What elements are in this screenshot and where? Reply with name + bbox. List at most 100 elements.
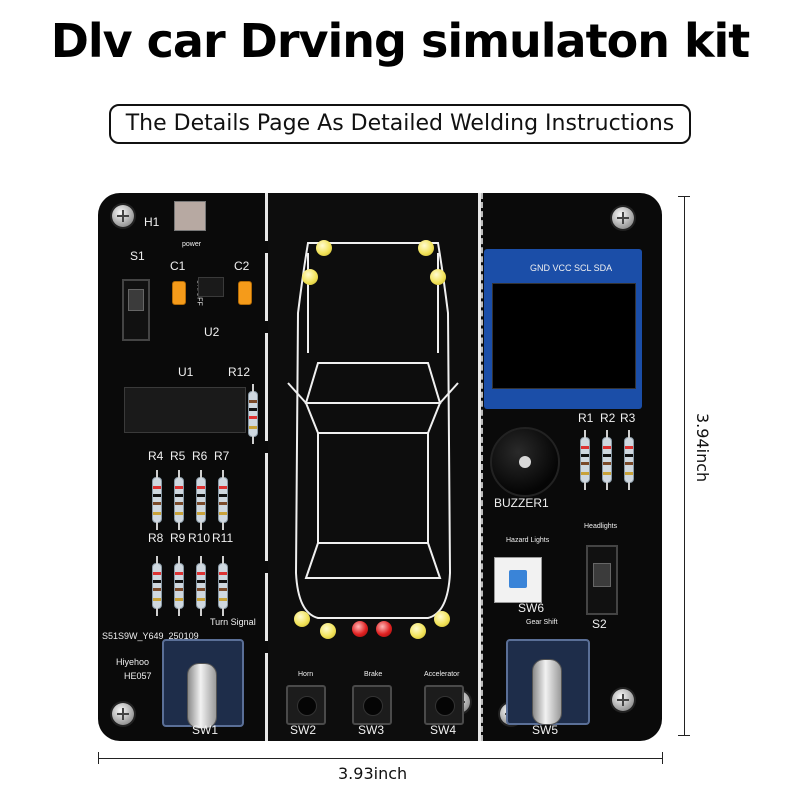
label-turn-signal: Turn Signal	[210, 617, 256, 627]
pcb-board: H1 power S1 C1 ON/OFF U2 C2 U1 R12 R4 R5…	[98, 193, 662, 741]
screw-icon	[612, 207, 634, 229]
label-r5: R5	[170, 449, 186, 463]
power-switch[interactable]	[122, 279, 150, 341]
label-sw4: SW4	[430, 723, 457, 737]
oled-screen	[492, 283, 636, 389]
width-dimension-label: 3.93inch	[338, 764, 408, 783]
lane-gap	[265, 321, 268, 333]
label-headlights: Headlights	[584, 523, 618, 530]
label-accelerator: Accelerator	[424, 671, 460, 678]
label-serial: S51S9W_Y649_250109	[102, 631, 199, 641]
resistor-r12	[248, 384, 258, 444]
screw-icon	[112, 703, 134, 725]
led-turn-front	[430, 269, 446, 285]
led-brake	[352, 621, 368, 637]
label-sw1: SW1	[192, 723, 219, 737]
label-c1: C1	[170, 259, 186, 273]
label-r6: R6	[192, 449, 208, 463]
buzzer-component	[490, 427, 560, 497]
led-headlight	[316, 240, 332, 256]
height-dimension-line	[684, 196, 685, 736]
led-turn-rear	[434, 611, 450, 627]
screw-icon	[612, 689, 634, 711]
resistor-r4	[152, 470, 162, 530]
resistor-r6	[196, 470, 206, 530]
label-r9: R9	[170, 531, 186, 545]
resistor-r10	[196, 556, 206, 616]
label-s2: S2	[592, 617, 607, 631]
led-reverse	[320, 623, 336, 639]
capacitor-c1	[172, 281, 186, 305]
resistor-r1	[580, 430, 590, 490]
hazard-button[interactable]	[494, 557, 542, 603]
height-dimension-tick	[678, 735, 690, 736]
label-u1: U1	[178, 365, 194, 379]
resistor-r5	[174, 470, 184, 530]
regulator-u2	[198, 277, 224, 297]
label-u2: U2	[204, 325, 220, 339]
resistor-r11	[218, 556, 228, 616]
label-power: power	[182, 241, 202, 248]
label-model: HE057	[124, 671, 152, 681]
label-r4: R4	[148, 449, 164, 463]
label-r10: R10	[188, 531, 211, 545]
accelerator-button[interactable]	[424, 685, 464, 725]
label-r11: R11	[212, 531, 234, 545]
height-dimension-label: 3.94inch	[693, 413, 712, 483]
resistor-r8	[152, 556, 162, 616]
car-outline-icon	[287, 242, 459, 619]
label-h1: H1	[144, 215, 160, 229]
resistor-r2	[602, 430, 612, 490]
page-title: Dlv car Drving simulaton kit	[50, 14, 751, 68]
headlights-switch[interactable]	[586, 545, 618, 615]
label-sw5: SW5	[532, 723, 559, 737]
label-s1: S1	[130, 249, 145, 263]
label-r12: R12	[228, 365, 251, 379]
led-brake	[376, 621, 392, 637]
label-sw2: SW2	[290, 723, 317, 737]
oled-module: GND VCC SCL SDA	[484, 249, 642, 409]
led-reverse	[410, 623, 426, 639]
label-horn: Horn	[298, 671, 314, 678]
label-r1: R1	[578, 411, 594, 425]
lane-gap	[265, 441, 268, 453]
resistor-r9	[174, 556, 184, 616]
label-gear-shift: Gear Shift	[526, 619, 558, 626]
gear-shift-toggle[interactable]	[532, 659, 562, 725]
horn-button[interactable]	[286, 685, 326, 725]
width-dimension-line	[98, 758, 663, 759]
screw-icon	[112, 205, 134, 227]
lane-gap	[265, 241, 268, 253]
width-dimension-tick	[98, 752, 99, 764]
label-r2: R2	[600, 411, 616, 425]
label-buzzer: BUZZER1	[494, 496, 549, 510]
label-r3: R3	[620, 411, 636, 425]
panel-divider	[478, 193, 481, 741]
brake-button[interactable]	[352, 685, 392, 725]
power-jack	[174, 201, 206, 231]
lane-gap	[265, 641, 268, 653]
capacitor-c2	[238, 281, 252, 305]
resistor-r7	[218, 470, 228, 530]
resistor-r3	[624, 430, 634, 490]
ic-u1	[124, 387, 246, 433]
label-r7: R7	[214, 449, 230, 463]
label-r8: R8	[148, 531, 164, 545]
power-switch-knob	[128, 289, 144, 311]
label-brand: Hiyehoo	[116, 657, 150, 667]
lane-gap	[265, 561, 268, 573]
led-turn-front	[302, 269, 318, 285]
label-oled-pins: GND VCC SCL SDA	[530, 263, 613, 273]
label-brake: Brake	[364, 671, 383, 678]
label-sw6: SW6	[518, 601, 545, 615]
width-dimension-tick	[662, 752, 663, 764]
led-headlight	[418, 240, 434, 256]
label-hazard: Hazard Lights	[506, 537, 550, 544]
height-dimension-tick	[678, 196, 690, 197]
led-turn-rear	[294, 611, 310, 627]
page-subtitle: The Details Page As Detailed Welding Ins…	[109, 104, 691, 144]
turn-signal-toggle[interactable]	[187, 663, 217, 729]
headlights-switch-knob	[593, 563, 611, 587]
label-sw3: SW3	[358, 723, 385, 737]
label-c2: C2	[234, 259, 250, 273]
